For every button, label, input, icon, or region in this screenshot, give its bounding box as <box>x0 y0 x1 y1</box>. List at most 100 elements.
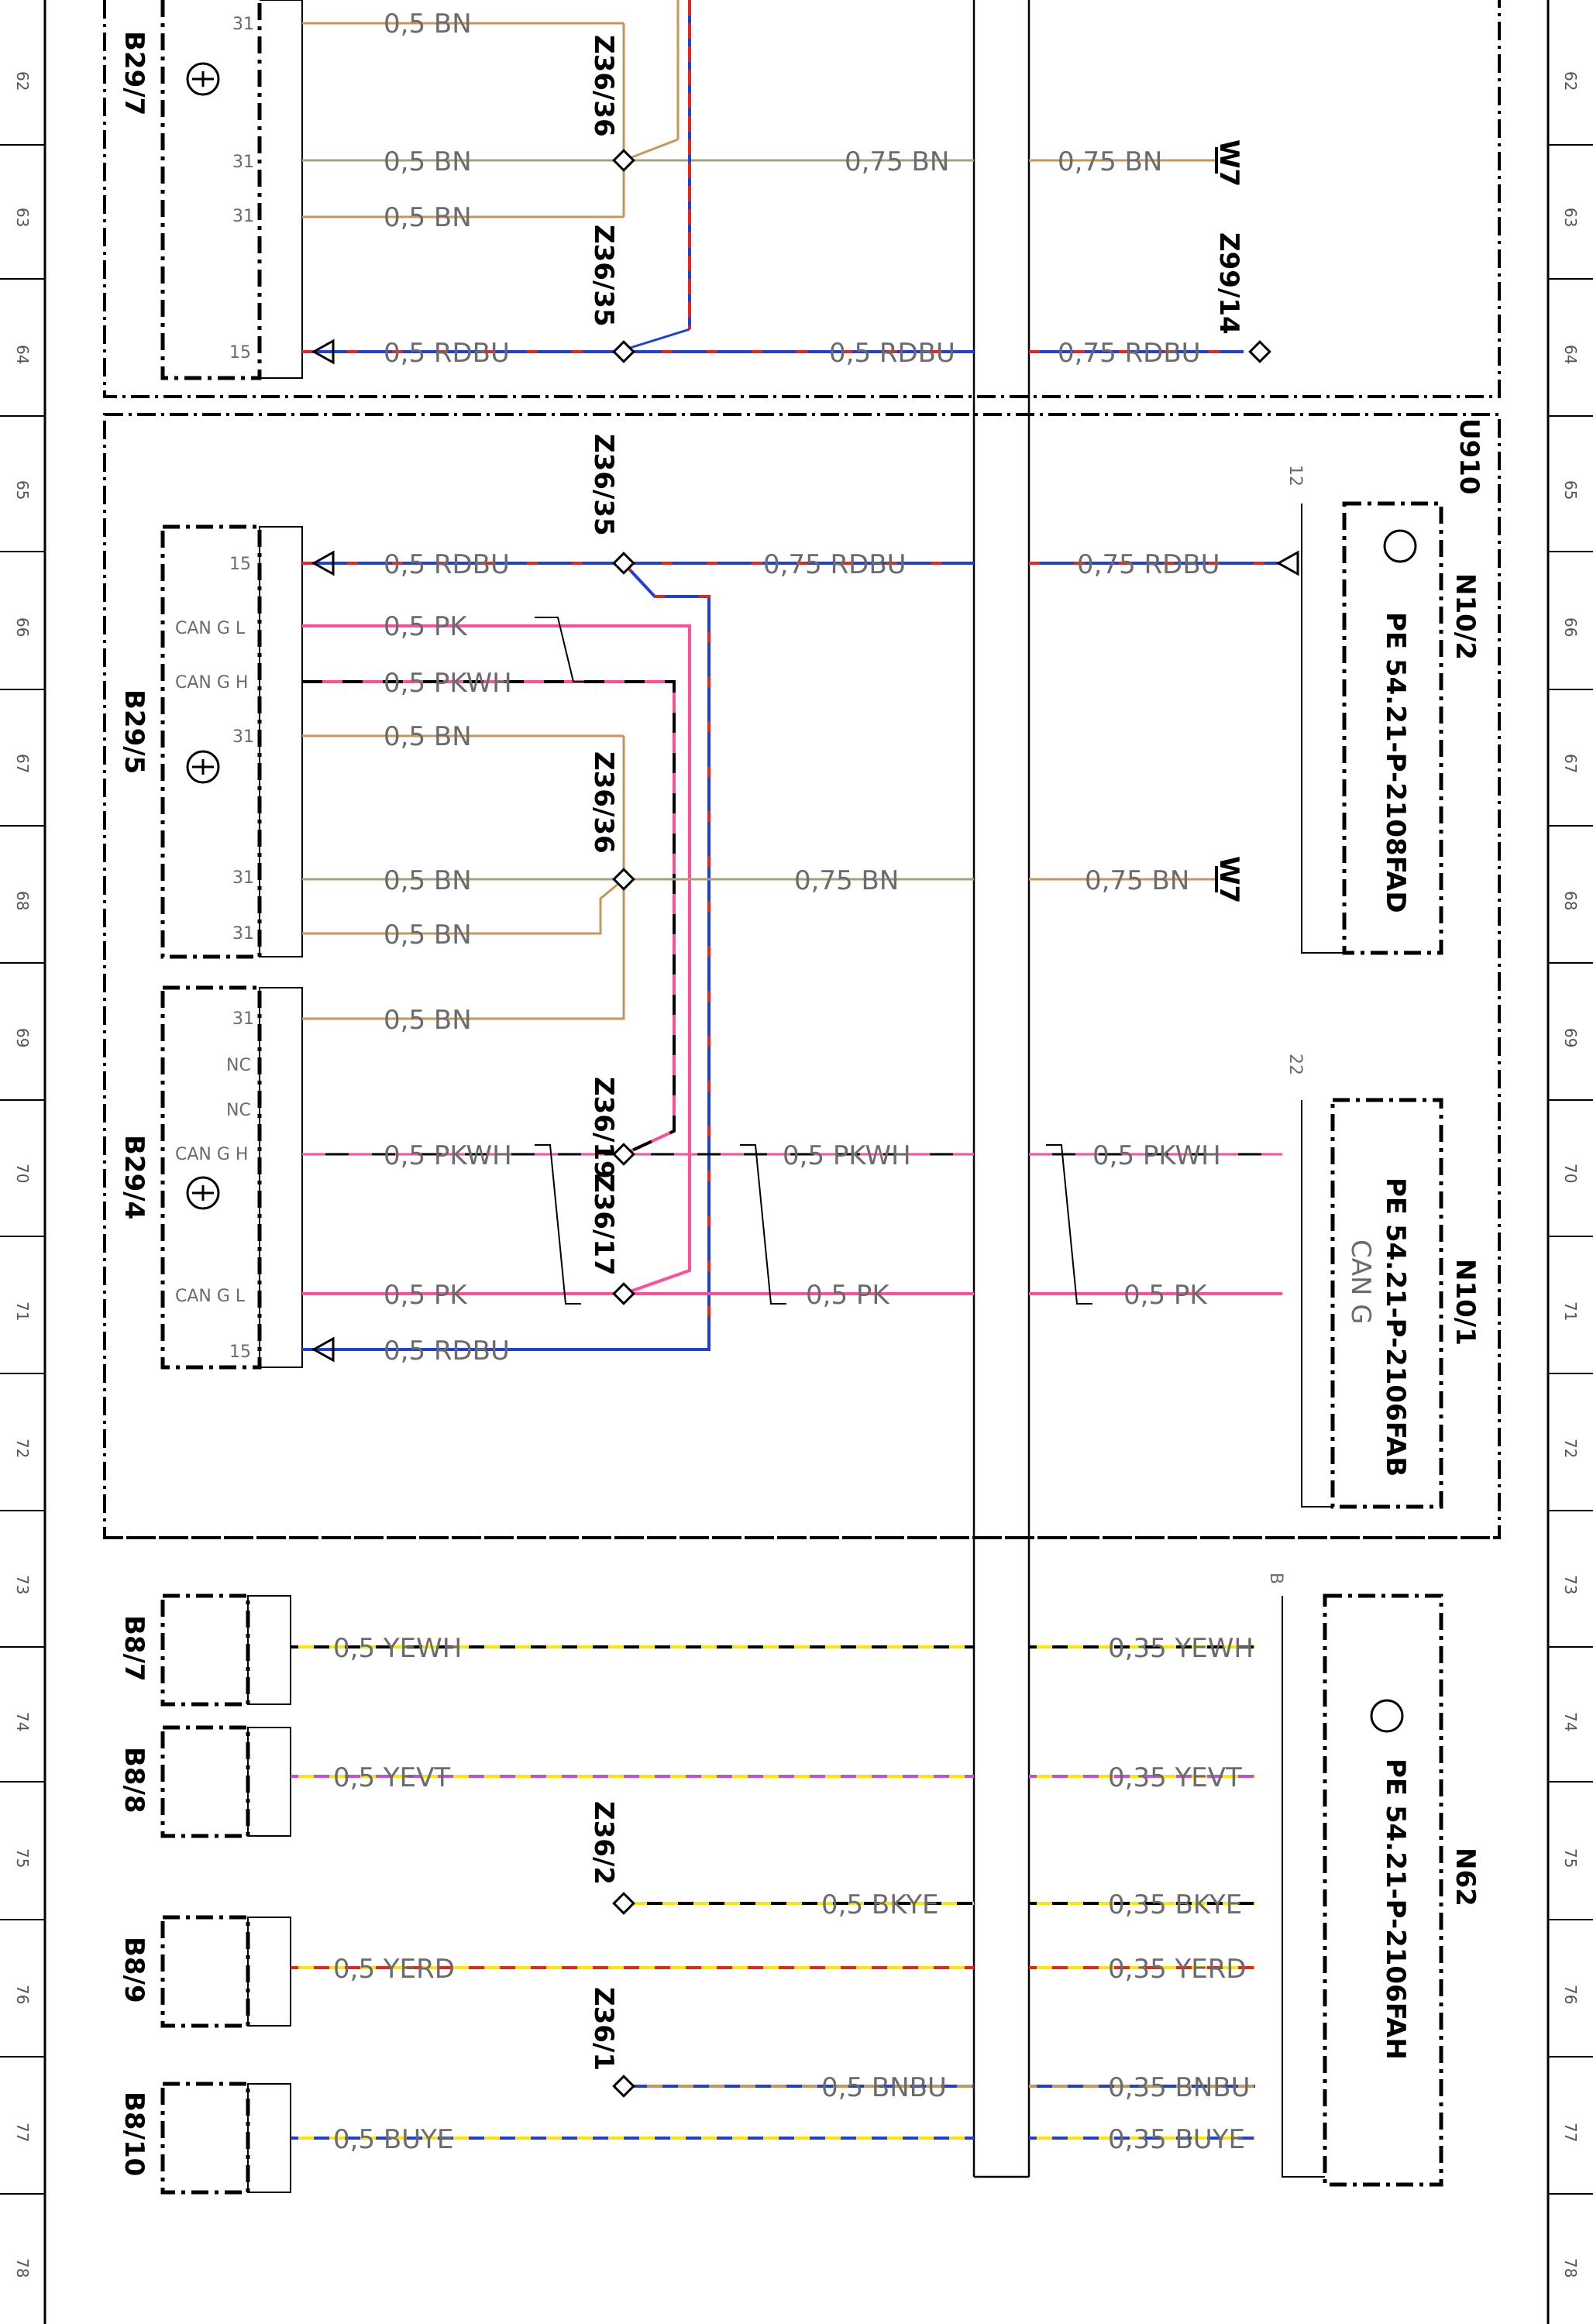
splice-label: Z36/35 <box>588 225 619 327</box>
wire-label: 0,5 PK <box>806 1280 890 1311</box>
pin-31: 31 <box>232 1009 254 1029</box>
region-frames <box>103 0 1501 1539</box>
row-label: 78 <box>1561 2258 1580 2278</box>
sensor-icon <box>1383 529 1417 563</box>
connector-code: 12 <box>1285 465 1305 486</box>
sensor-icon <box>1370 1699 1404 1733</box>
bottom-wires <box>291 1645 1255 2140</box>
pin-15: 15 <box>229 555 251 574</box>
row-label: 66 <box>1561 617 1580 637</box>
row-label: 69 <box>1561 1028 1580 1047</box>
wire-label: 0,35 YEVT <box>1108 1762 1242 1793</box>
wire-label: 0,5 YEWH <box>333 1633 462 1664</box>
row-label: 71 <box>13 1301 32 1321</box>
row-label: 62 <box>13 71 32 91</box>
wire-label: 0,5 BN <box>384 721 472 752</box>
row-label: 76 <box>13 1985 32 2004</box>
wire-label: 0,5 BKYE <box>821 1889 939 1920</box>
splice-label: Z36/19 <box>588 1077 619 1179</box>
harness-bus <box>972 0 1030 2178</box>
wire-label: 0,5 BN <box>384 146 472 177</box>
splice-label: Z36/35 <box>588 434 619 536</box>
middle-splices <box>311 550 1299 1363</box>
row-label: 70 <box>13 1164 32 1183</box>
component-label: W7 <box>1213 856 1244 903</box>
pin-can-g-l: CAN G L <box>175 619 246 638</box>
pin-15: 15 <box>229 1342 251 1362</box>
pin-31: 31 <box>232 207 254 226</box>
middle-wires <box>302 562 1282 1351</box>
wire-label: 0,5 BN <box>384 920 472 951</box>
wire-label: 0,5 BN <box>384 9 472 40</box>
pin-31: 31 <box>232 924 254 944</box>
row-label: 76 <box>1561 1985 1580 2004</box>
wire-label: 0,35 BUYE <box>1108 2124 1245 2155</box>
pin-15: 15 <box>229 343 251 363</box>
row-label: 69 <box>13 1028 32 1047</box>
n10-1-module: N10/1 PE 54.21-P-2106FAB CAN G 22 <box>1285 1054 1481 1509</box>
pin-can-g-h: CAN G H <box>175 1145 248 1164</box>
row-label: 67 <box>1561 754 1580 773</box>
b8-10-label: B8/10 <box>119 2092 150 2176</box>
reference-subtext: CAN G <box>1345 1239 1376 1325</box>
row-label: 63 <box>13 208 32 227</box>
row-label: 68 <box>1561 891 1580 910</box>
row-label: 63 <box>1561 208 1580 227</box>
row-label: 70 <box>1561 1164 1580 1183</box>
row-label: 72 <box>13 1439 32 1458</box>
pin-31: 31 <box>232 15 254 34</box>
n10-1-label: N10/1 <box>1450 1259 1481 1346</box>
wire-label: 0,5 BNBU <box>821 2072 947 2103</box>
row-label: 77 <box>13 2123 32 2142</box>
row-label: 73 <box>1561 1575 1580 1594</box>
wire-label: 0,5 RDBU <box>829 338 955 369</box>
row-label: 62 <box>1561 71 1580 91</box>
row-label: 71 <box>1561 1301 1580 1321</box>
row-label: 66 <box>13 617 32 637</box>
bottom-wire-labels: 0,5 YEWH 0,35 YEWH 0,5 YEVT 0,35 YEVT 0,… <box>333 1633 1254 2155</box>
b8-7-label: B8/7 <box>119 1615 150 1682</box>
reference-text: PE 54.21-P-2108FAD <box>1380 612 1411 913</box>
row-label: 65 <box>1561 480 1580 500</box>
b8-8-label: B8/8 <box>119 1747 150 1813</box>
row-label: 74 <box>1561 1712 1580 1731</box>
sensor-icon <box>186 750 220 784</box>
n62-module: N62 PE 54.21-P-2106FAH B <box>1266 1573 1481 2187</box>
wire-label: 0,75 BN <box>794 865 899 896</box>
row-label: 73 <box>13 1575 32 1594</box>
splice-label: Z36/36 <box>588 751 619 854</box>
wire-label: 0,5 BUYE <box>333 2124 453 2155</box>
b29-7-label: B29/7 <box>119 31 150 115</box>
wire-label: 0,5 PK <box>384 1280 468 1311</box>
b29-4-label: B29/4 <box>119 1135 150 1219</box>
component-label: W7 <box>1213 139 1244 187</box>
pin-31: 31 <box>232 868 254 888</box>
component-label: Z99/14 <box>1213 232 1244 335</box>
wire-label: 0,5 BN <box>384 865 472 896</box>
wire-label: 0,35 BNBU <box>1108 2072 1250 2103</box>
grid-right <box>1547 0 1593 2324</box>
wire-label: 0,5 BN <box>384 202 472 233</box>
pin-31: 31 <box>232 153 254 172</box>
wire-label: 0,75 BN <box>1058 146 1162 177</box>
reference-text: PE 54.21-P-2106FAB <box>1380 1177 1411 1477</box>
pin-can-g-h: CAN G H <box>175 673 248 693</box>
row-label: 74 <box>13 1712 32 1731</box>
ground-symbol-icon <box>186 62 220 96</box>
connector-code: 22 <box>1285 1054 1305 1075</box>
wire-label: 0,5 PK <box>1123 1280 1208 1311</box>
bottom-splices <box>612 1892 635 2098</box>
splice-label: Z36/17 <box>588 1174 619 1276</box>
pin-nc: NC <box>226 1101 251 1120</box>
row-label: 65 <box>13 480 32 500</box>
wire-label: 0,5 RDBU <box>384 1336 510 1367</box>
pin-31: 31 <box>232 727 254 747</box>
wire-label: 0,75 RDBU <box>763 549 907 580</box>
row-label: 77 <box>1561 2123 1580 2142</box>
wire-label: 0,5 YEVT <box>333 1762 450 1793</box>
wire-label: 0,35 YEWH <box>1108 1633 1254 1664</box>
middle-wire-labels: 0,5 RDBU 0,75 RDBU 0,75 RDBU 0,5 PK 0,5 … <box>384 434 1244 1367</box>
n62-label: N62 <box>1450 1848 1481 1906</box>
wire-label: 0,5 RDBU <box>384 338 510 369</box>
